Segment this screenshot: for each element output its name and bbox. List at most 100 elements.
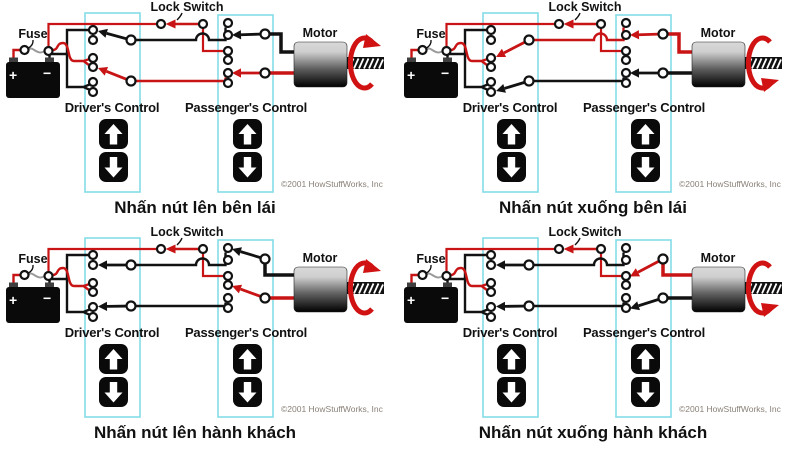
contact-point [87, 61, 99, 73]
contact-point [620, 67, 632, 79]
contact-points [417, 242, 669, 323]
quadrant-caption: Nhấn nút lên hành khách [94, 423, 296, 442]
battery-body [404, 287, 458, 323]
driver-window-buttons [99, 344, 128, 407]
fuse-element-wave [425, 47, 444, 54]
passengers-control-label: Passenger's Control [185, 325, 307, 340]
switch-levers [98, 247, 266, 311]
contact-point [485, 52, 497, 64]
wire-fuse-to-lock-switch [47, 22, 157, 47]
circuit-diagram: + − Motor Fuse Lock Switch Driver's Cont… [6, 0, 384, 217]
fuse-label: Fuse [18, 27, 47, 41]
motor-body [691, 41, 746, 88]
switch-pivot [657, 292, 669, 304]
switch-pivot [523, 75, 535, 87]
switch-lever-arrow-icon [232, 68, 241, 78]
contact-point [87, 301, 99, 313]
passengers-control-label: Passenger's Control [185, 100, 307, 115]
contact-point [87, 76, 99, 88]
switch-lever-arrow-icon [496, 48, 507, 57]
battery-plus-label: + [9, 67, 17, 83]
contact-point [222, 292, 234, 304]
lock-switch-contact [197, 18, 209, 30]
contact-point [485, 61, 497, 73]
switch-pivot [259, 253, 271, 265]
contact-points [417, 17, 669, 98]
wire-fuse-to-lock-switch [47, 247, 157, 272]
quadrant-down-passenger-side: + − Motor Fuse Lock Switch Driver's Cont… [398, 225, 796, 450]
contact-point [87, 24, 99, 36]
contact-point [620, 242, 632, 254]
battery: + − [6, 282, 60, 323]
motor-shaft [347, 57, 384, 69]
battery-plus-label: + [9, 292, 17, 308]
contact-point [222, 17, 234, 29]
battery-terminal [407, 57, 416, 64]
contact-point [620, 279, 632, 291]
circuit-diagram: + − Motor Fuse Lock Switch Driver's Cont… [404, 0, 782, 217]
passenger-control-box [217, 14, 274, 193]
wire-bottom-long [531, 77, 625, 83]
up-arrow-icon [502, 349, 521, 370]
wire-top-long [133, 252, 227, 267]
copyright-text: ©2001 HowStuffWorks, Inc [281, 404, 384, 414]
driver-window-buttons [497, 344, 526, 407]
up-arrow-icon [636, 124, 655, 145]
switch-lever-arrow-icon [496, 301, 506, 311]
up-arrow-icon [104, 349, 123, 370]
switch-lever-arrow-icon [630, 30, 640, 40]
switch-lever-arrow-icon [98, 301, 108, 311]
fuse-element-wave [425, 272, 444, 279]
contact-point [222, 302, 234, 314]
fuse-terminal [19, 269, 30, 281]
down-arrow-icon [502, 157, 521, 178]
lock-switch-contact [155, 18, 167, 30]
motor-body [293, 266, 348, 313]
contact-point [620, 29, 632, 41]
wire-motor-upper [667, 32, 693, 54]
battery-minus-label: − [441, 290, 449, 306]
switch-lever-arrow-icon [630, 268, 641, 277]
copyright-text: ©2001 HowStuffWorks, Inc [281, 179, 384, 189]
wire-fuse-to-lock-switch [445, 247, 555, 272]
switch-pivot [125, 300, 137, 312]
driver-window-buttons [497, 119, 526, 182]
contact-point [620, 77, 632, 89]
contact-point [620, 292, 632, 304]
copyright-text: ©2001 HowStuffWorks, Inc [679, 404, 782, 414]
fuse-terminal [43, 270, 54, 282]
switch-lever-arrow-icon [98, 260, 107, 270]
motor-label: Motor [303, 26, 338, 40]
contact-point [222, 67, 234, 79]
up-arrow-icon [238, 124, 257, 145]
wire-battery-positive [410, 273, 418, 286]
contact-point [222, 254, 234, 266]
contact-points [19, 17, 271, 98]
motor-shaft [745, 282, 782, 294]
down-arrow-icon [636, 157, 655, 178]
battery-terminal [9, 57, 18, 64]
wire-ground-loop [463, 28, 489, 91]
motor-body [293, 41, 348, 88]
contact-point [485, 24, 497, 36]
switch-lever-arrow-icon [496, 83, 506, 93]
wire-lock-to-passenger [599, 28, 622, 53]
circuit-diagram: + − Motor Fuse Lock Switch Driver's Cont… [6, 225, 384, 442]
battery-body [6, 62, 60, 98]
contact-point [485, 286, 497, 298]
quadrant-up-driver-side: + − Motor Fuse Lock Switch Driver's Cont… [0, 0, 398, 225]
rotation-arrow-icon [745, 260, 779, 317]
driver-control-box [482, 12, 539, 193]
fuse-pointer-line [28, 264, 34, 274]
passenger-window-buttons [233, 344, 262, 407]
contact-point [87, 286, 99, 298]
battery-minus-label: − [441, 65, 449, 81]
contact-point [222, 242, 234, 254]
switch-pivot [125, 259, 137, 271]
contact-point [222, 279, 234, 291]
battery-plus-label: + [407, 67, 415, 83]
contact-point [87, 86, 99, 98]
motor-label: Motor [701, 251, 736, 265]
contact-point [485, 311, 497, 323]
